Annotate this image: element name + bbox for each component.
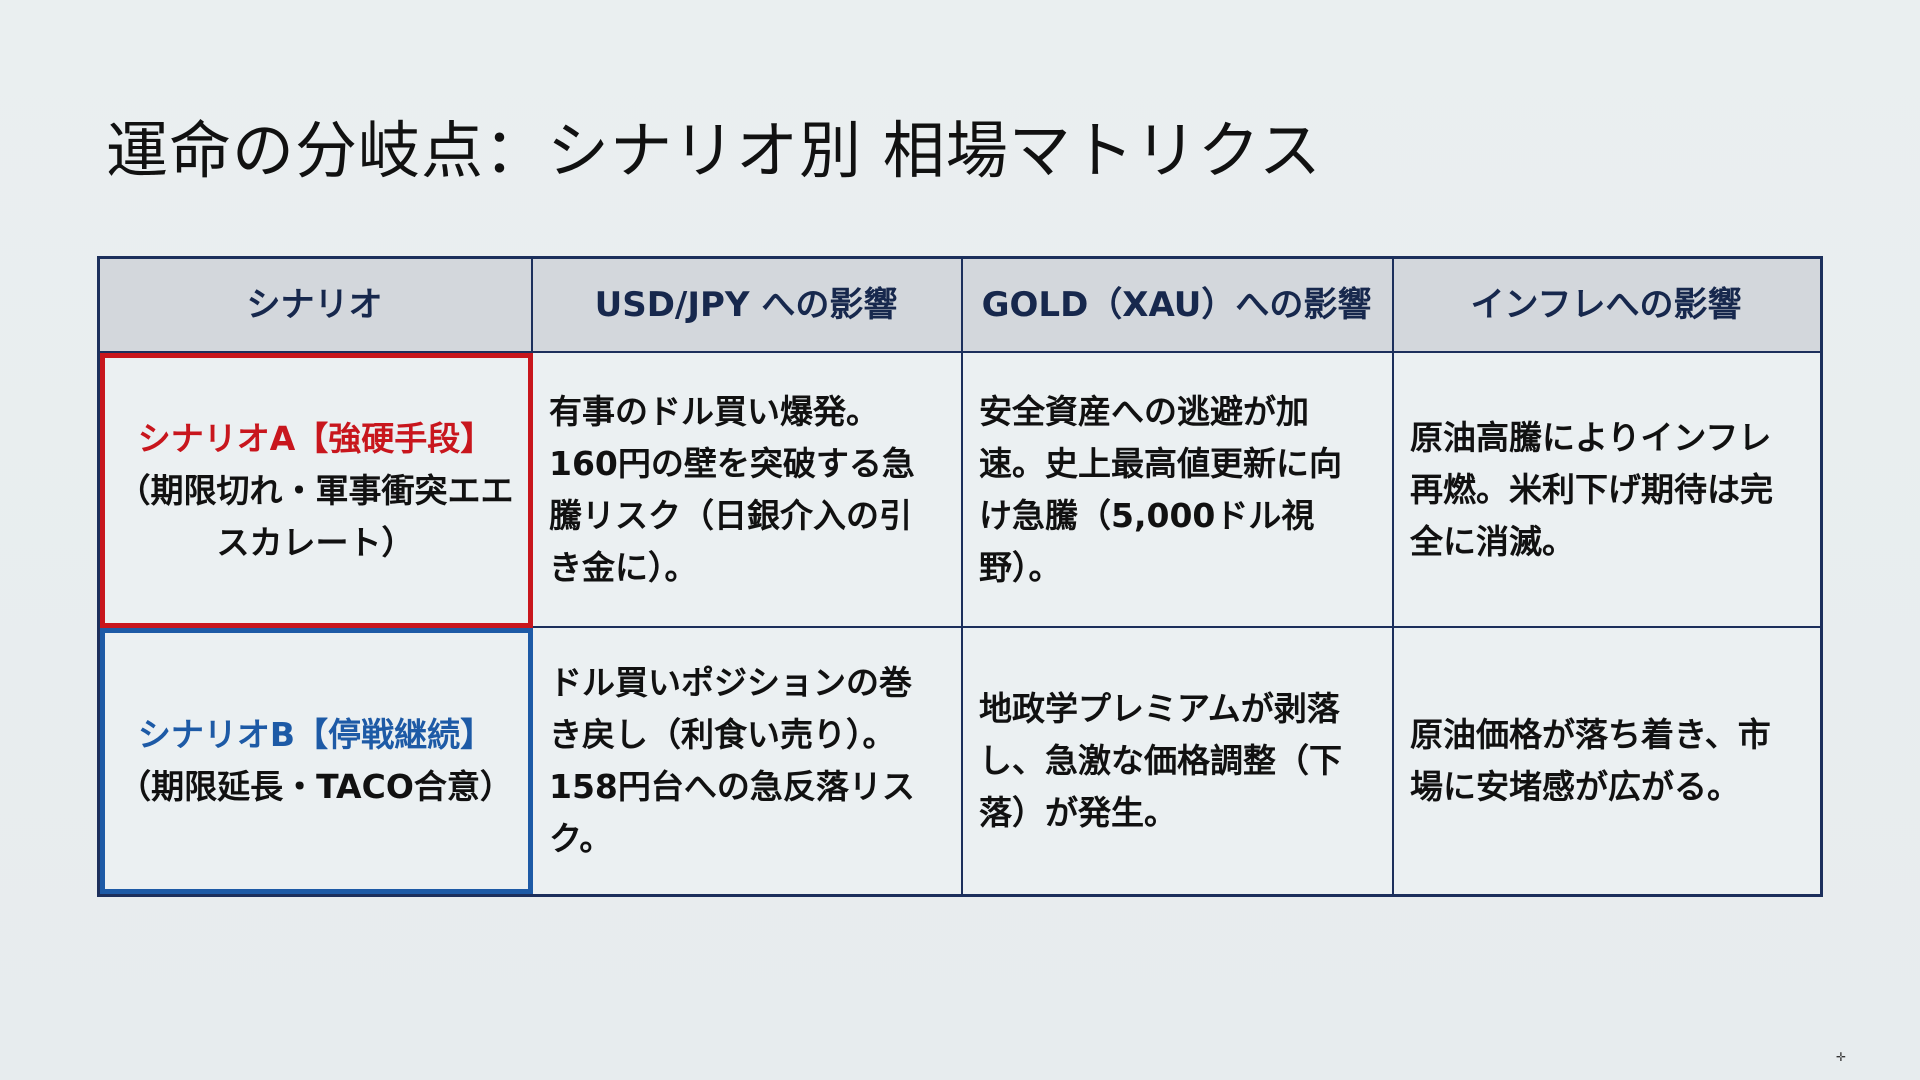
scenario-a-gold-cell: 安全資産への逃避が加速。史上最高値更新に向け急騰（5,000ドル視野）。 (963, 353, 1394, 628)
crosshair-cursor-icon: ✛ (1836, 1050, 1847, 1064)
scenario-b-inflation-cell: 原油価格が落ち着き、市場に安堵感が広がる。 (1394, 628, 1820, 894)
scenario-b-title: シナリオB【停戦継続】 (137, 715, 494, 754)
scenario-matrix-table: シナリオ USD/JPY への影響 GOLD（XAU）への影響 インフレへの影響… (97, 256, 1823, 897)
scenario-a-inflation-text: 原油高騰によりインフレ再燃。米利下げ期待は完全に消滅。 (1410, 417, 1773, 561)
scenario-b-subtitle: （期限延長・TACO合意） (118, 767, 513, 806)
scenario-a-usdjpy-cell: 有事のドル買い爆発。160円の壁を突破する急騰リスク（日銀介入の引き金に）。 (533, 353, 963, 628)
scenario-b-gold-text: 地政学プレミアムが剥落し、急激な価格調整（下落）が発生。 (979, 689, 1342, 832)
scenario-a-gold-text: 安全資産への逃避が加速。史上最高値更新に向け急騰（5,000ドル視野）。 (979, 391, 1342, 587)
scenario-a-subtitle: （期限切れ・軍事衝突エエスカレート） (117, 470, 514, 562)
page-title: 運命の分岐点：シナリオ別 相場マトリクス (106, 114, 1322, 187)
scenario-a-usdjpy-text: 有事のドル買い爆発。160円の壁を突破する急騰リスク（日銀介入の引き金に）。 (549, 391, 915, 587)
scenario-b-usdjpy-cell: ドル買いポジションの巻き戻し（利食い売り）。158円台への急反落リスク。 (533, 628, 963, 894)
scenario-a-title: シナリオA【強硬手段】 (137, 418, 494, 458)
scenario-a-cell: シナリオA【強硬手段】 （期限切れ・軍事衝突エエスカレート） (100, 353, 533, 628)
header-inflation: インフレへの影響 (1394, 259, 1820, 353)
header-gold: GOLD（XAU）への影響 (963, 259, 1394, 353)
scenario-b-cell: シナリオB【停戦継続】 （期限延長・TACO合意） (100, 628, 533, 894)
header-scenario: シナリオ (100, 259, 533, 353)
scenario-b-gold-cell: 地政学プレミアムが剥落し、急激な価格調整（下落）が発生。 (963, 628, 1394, 894)
scenario-a-inflation-cell: 原油高騰によりインフレ再燃。米利下げ期待は完全に消滅。 (1394, 353, 1820, 628)
scenario-b-inflation-text: 原油価格が落ち着き、市場に安堵感が広がる。 (1410, 715, 1771, 806)
header-usdjpy: USD/JPY への影響 (533, 259, 963, 353)
scenario-b-usdjpy-text: ドル買いポジションの巻き戻し（利食い売り）。158円台への急反落リスク。 (549, 663, 915, 858)
